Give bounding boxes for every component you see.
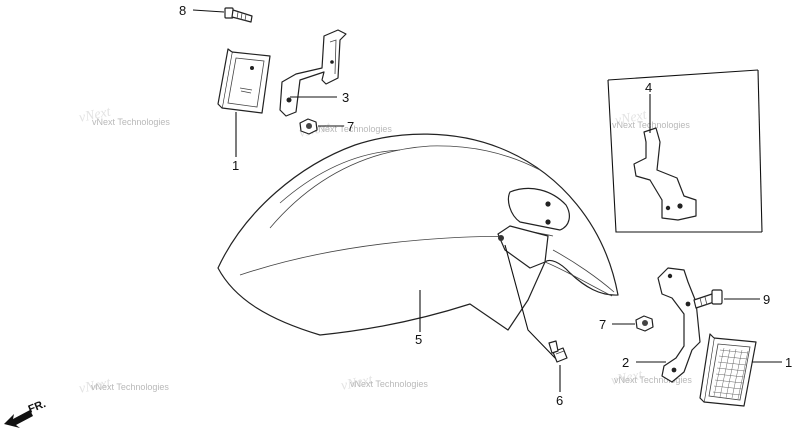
bracket-2 [657, 267, 701, 383]
reflector-right [699, 333, 757, 407]
nut-7-top [299, 118, 318, 135]
watermark-text-6: vNext Technologies [614, 375, 692, 385]
front-direction-arrow-icon [4, 410, 33, 428]
bracket-3 [279, 29, 347, 117]
callout-9: 9 [763, 292, 770, 307]
detail-box [607, 69, 763, 233]
callout-4: 4 [645, 80, 652, 95]
svg-text:vNext: vNext [340, 372, 375, 394]
watermark-layer: vNext vNext Technologies vNext vNext Tec… [78, 104, 693, 397]
svg-text:vNext: vNext [78, 104, 113, 126]
callout-6: 6 [556, 393, 563, 408]
screw-6 [548, 340, 568, 363]
callout-1-left: 1 [232, 158, 239, 173]
bracket-4 [633, 127, 697, 221]
svg-text:vNext: vNext [78, 375, 113, 397]
callout-7-bottom: 7 [599, 317, 606, 332]
callout-2: 2 [622, 355, 629, 370]
callout-5: 5 [415, 332, 422, 347]
reflector-left [217, 48, 271, 114]
callout-3: 3 [342, 90, 349, 105]
nut-7-bottom [635, 315, 654, 332]
bolt-8 [224, 7, 253, 23]
watermark-text-5: vNext Technologies [350, 379, 428, 389]
svg-text:vNext: vNext [610, 367, 645, 389]
front-direction-label: FR. [27, 398, 48, 416]
watermark-text-2: vNext Technologies [314, 124, 392, 134]
callout-1-right: 1 [785, 355, 792, 370]
callout-7-top: 7 [347, 119, 354, 134]
bolt-9 [693, 289, 723, 309]
watermark-text-4: vNext Technologies [91, 382, 169, 392]
svg-text:vNext: vNext [614, 107, 649, 129]
watermark-text-1: vNext Technologies [92, 117, 170, 127]
callout-8: 8 [179, 3, 186, 18]
front-fender-5 [217, 133, 619, 336]
watermark-text-3: vNext Technologies [612, 120, 690, 130]
